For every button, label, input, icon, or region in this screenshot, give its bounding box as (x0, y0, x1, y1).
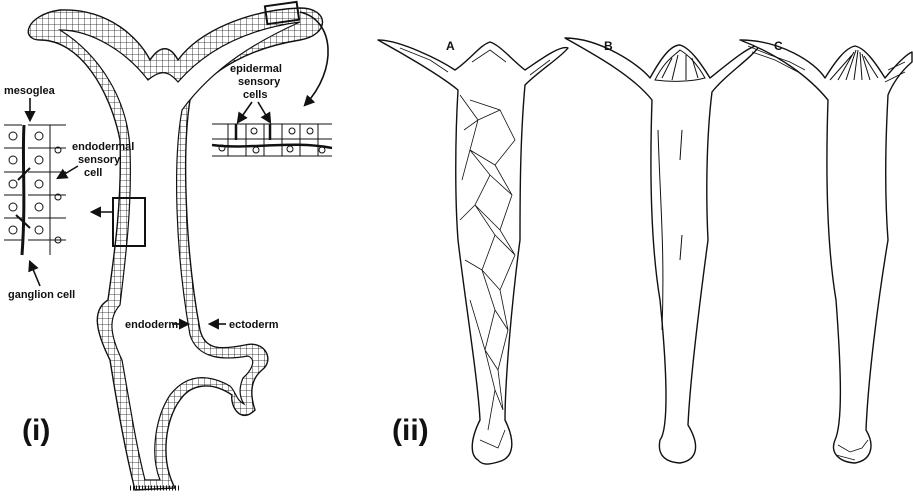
inset-endoderm-cells (4, 122, 66, 257)
label-epidermal-2: sensory (238, 76, 281, 88)
letter-a: A (446, 39, 455, 53)
panel-label-i: (i) (22, 414, 50, 447)
label-ganglion-cell: ganglion cell (8, 289, 75, 301)
label-ectoderm: ectoderm (229, 319, 279, 331)
arrow-epidermal-b (258, 102, 270, 122)
label-endoderm: endoderm (125, 319, 178, 331)
label-endodermal-3: cell (84, 167, 102, 179)
arrow-epidermal-a (238, 102, 252, 122)
hydra-outline-a (378, 40, 568, 464)
hydra-outline-c (740, 40, 912, 463)
label-epidermal-1: epidermal (230, 63, 282, 75)
hydra-outline-b (565, 38, 760, 463)
inset-epidermal-cells (212, 122, 332, 158)
label-mesoglea: mesoglea (4, 85, 56, 97)
panel-i-hydra-body (28, 2, 328, 490)
label-endodermal-1: endodermal (72, 141, 134, 153)
letter-b: B (604, 39, 613, 53)
label-endodermal-2: sensory (78, 154, 121, 166)
label-epidermal-3: cells (243, 89, 267, 101)
arrow-ganglion (30, 262, 40, 286)
panel-label-ii: (ii) (392, 414, 429, 447)
letter-c: C (774, 39, 783, 53)
